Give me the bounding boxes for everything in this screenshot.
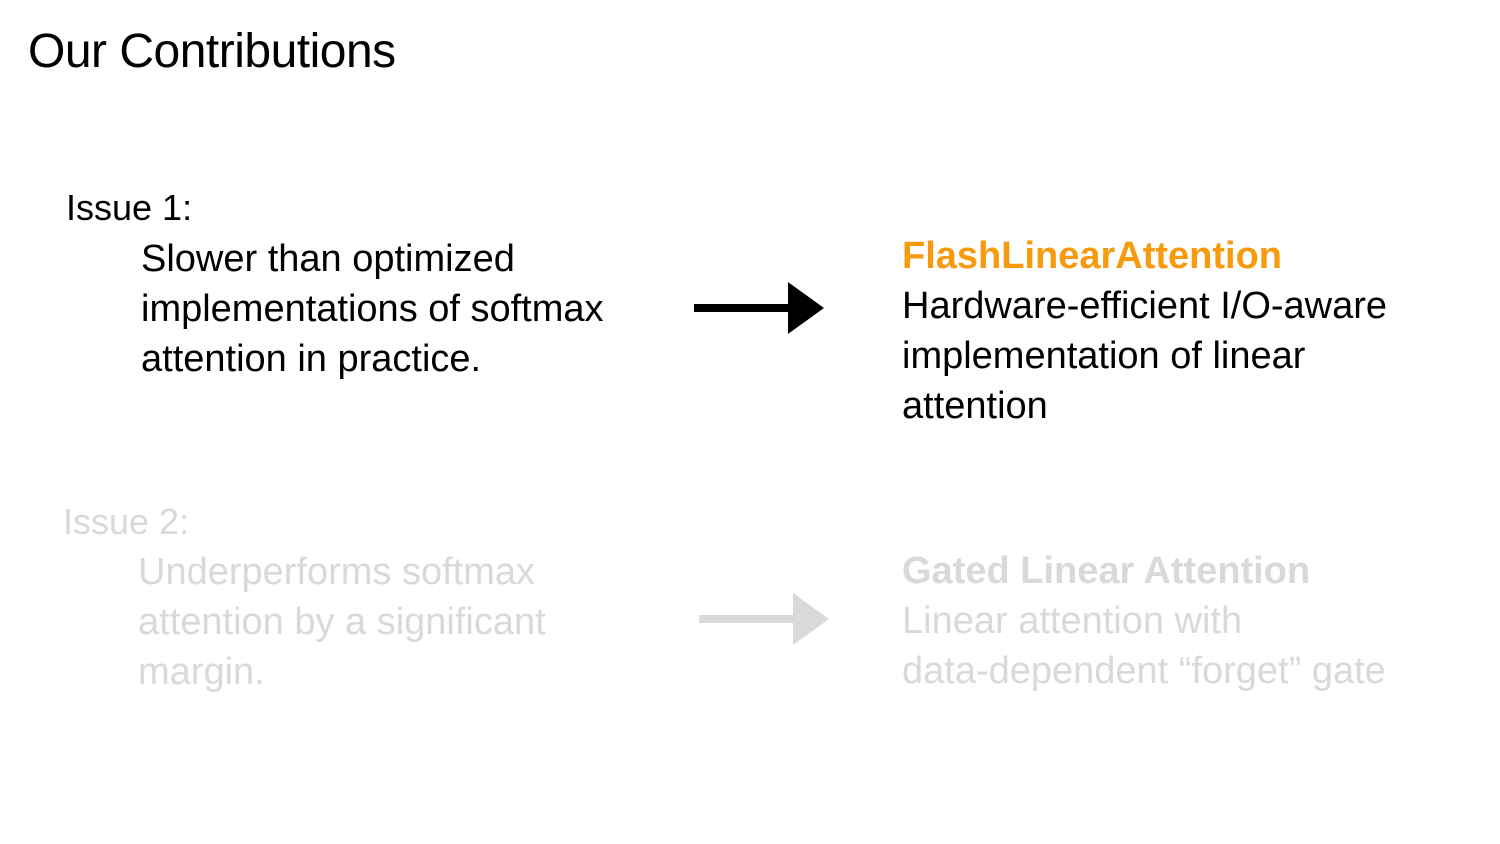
arrow-shaft [694,304,790,312]
solution-1-description-line: Hardware-efficient I/O-aware [902,285,1388,327]
solution-2-name: Gated Linear Attention [902,550,1311,592]
solution-2-description-line: Linear attention with [902,600,1243,642]
issue-1-label: Issue 1: [66,187,193,228]
issue-1-description-line: implementations of softmax [141,288,604,330]
arrow-head [793,593,829,645]
right-arrow-icon [694,282,824,334]
issue-2-description-line: margin. [138,651,265,693]
solution-2-description: Linear attention with data-dependent “fo… [902,596,1386,696]
issue-2-description-line: attention by a significant [138,601,546,643]
solution-2-description-line: data-dependent “forget” gate [902,650,1386,692]
solution-1-description: Hardware-efficient I/O-aware implementat… [902,281,1387,431]
solution-1-description-line: implementation of linear [902,335,1306,377]
issue-1-description-line: attention in practice. [141,338,482,380]
solution-1-name: FlashLinearAttention [902,235,1283,277]
arrow-head [788,282,824,334]
right-arrow-icon [699,593,829,645]
solution-1-description-line: attention [902,385,1048,427]
issue-2-description: Underperforms softmax attention by a sig… [138,547,546,697]
issue-1-description-line: Slower than optimized [141,238,515,280]
slide-title: Our Contributions [28,25,396,78]
arrow-shaft [699,615,795,623]
issue-2-label: Issue 2: [63,501,190,542]
issue-2-description-line: Underperforms softmax [138,551,536,593]
issue-1-description: Slower than optimized implementations of… [141,234,604,384]
